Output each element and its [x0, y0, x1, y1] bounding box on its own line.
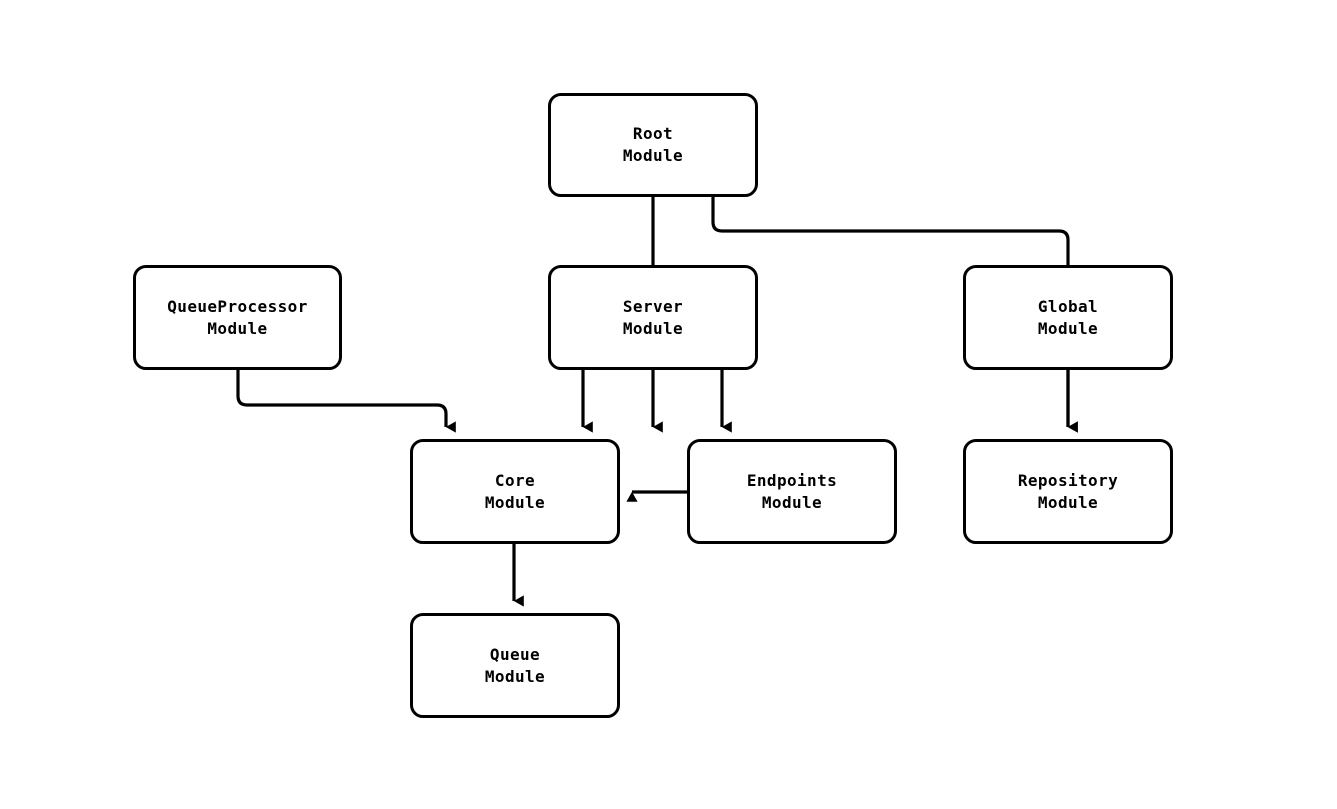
node-core-label: Core Module [484, 470, 546, 512]
node-server[interactable]: Server Module [548, 265, 758, 370]
node-core[interactable]: Core Module [410, 439, 620, 544]
edge-root-global [711, 197, 1078, 433]
node-endpoints[interactable]: Endpoints Module [687, 439, 897, 544]
node-root[interactable]: Root Module [548, 93, 758, 197]
node-global-label: Global Module [1037, 296, 1099, 338]
node-server-label: Server Module [622, 296, 684, 338]
node-queueprocessor-label: QueueProcessor Module [167, 296, 308, 338]
node-queueprocessor[interactable]: QueueProcessor Module [133, 265, 342, 370]
node-queue-label: Queue Module [484, 644, 546, 686]
node-endpoints-label: Endpoints Module [746, 470, 838, 512]
node-repository-label: Repository Module [1017, 470, 1119, 512]
node-repository[interactable]: Repository Module [963, 439, 1173, 544]
node-root-label: Root Module [622, 124, 684, 165]
edge-queueprocessor-core [236, 370, 456, 433]
node-queue[interactable]: Queue Module [410, 613, 620, 718]
node-global[interactable]: Global Module [963, 265, 1173, 370]
